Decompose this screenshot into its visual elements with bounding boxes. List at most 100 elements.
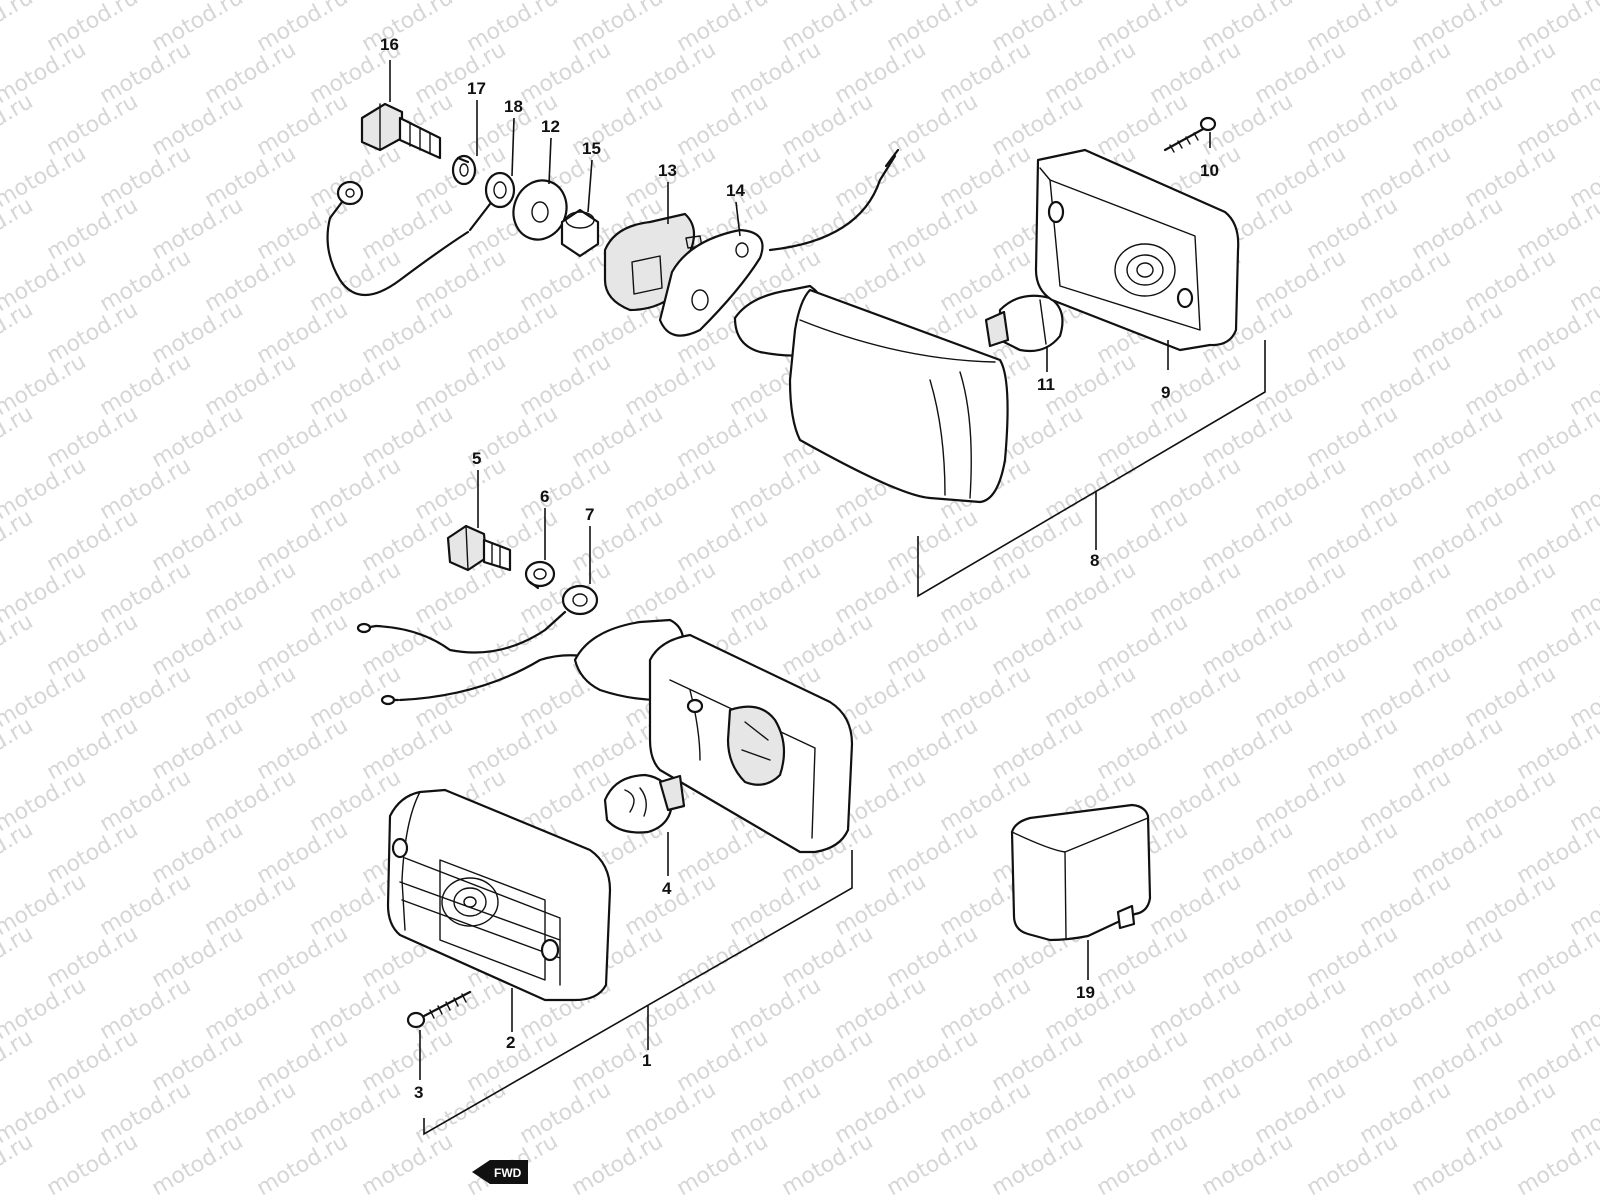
watermark-text: motod.ru	[411, 245, 511, 317]
label-part-15[interactable]: 15	[582, 139, 601, 158]
watermark-text: motod.ru	[883, 609, 983, 681]
watermark-text: motod.ru	[1408, 505, 1508, 577]
lens-9[interactable]	[1034, 148, 1240, 352]
watermark-text: motod.ru	[726, 1077, 826, 1149]
watermark-text: motod.ru	[43, 921, 143, 993]
screw-10[interactable]	[1163, 116, 1217, 153]
label-part-3[interactable]: 3	[414, 1083, 423, 1102]
watermark-text: motod.ru	[358, 505, 458, 577]
watermark-text: motod.ru	[516, 453, 616, 525]
watermark-text: motod.ru	[253, 505, 353, 577]
watermark-text: motod.ru	[1408, 713, 1508, 785]
watermark-text: motod.ru	[1356, 661, 1456, 733]
watermark-text: motod.ru	[201, 869, 301, 941]
watermark-text: motod.ru	[1356, 349, 1456, 421]
watermark-text: motod.ru	[1251, 141, 1351, 213]
watermark-text: motod.ru	[148, 297, 248, 369]
label-part-6[interactable]: 6	[540, 487, 549, 506]
watermark-text: motod.ru	[778, 1129, 878, 1200]
label-part-13[interactable]: 13	[658, 161, 677, 180]
label-part-5[interactable]: 5	[472, 449, 481, 468]
bolt-16[interactable]	[360, 102, 442, 160]
watermark-text: motod.ru	[1303, 817, 1403, 889]
part-number-labels: 16 17 18 12 15 13 14 10 11 9 8 5 6 7 4 2…	[380, 35, 1219, 1102]
watermark-text: motod.ru	[831, 141, 931, 213]
label-part-10[interactable]: 10	[1200, 161, 1219, 180]
screw-3[interactable]	[406, 990, 472, 1029]
label-part-18[interactable]: 18	[504, 97, 523, 116]
lock-washer-17[interactable]	[451, 154, 477, 186]
watermark-text: motod.ru	[621, 973, 721, 1045]
label-part-7[interactable]: 7	[585, 505, 594, 524]
watermark-text: motod.ru	[988, 505, 1088, 577]
label-part-16[interactable]: 16	[380, 35, 399, 54]
watermark-text: motod.ru	[988, 713, 1088, 785]
watermark-text: motod.ru	[1356, 453, 1456, 525]
watermark-text: motod.ru	[358, 1129, 458, 1200]
watermark-text: motod.ru	[1041, 1077, 1141, 1149]
lock-washer-6[interactable]	[524, 560, 556, 590]
watermark-text: motod.ru	[306, 453, 406, 525]
watermark-text: motod.ru	[831, 1077, 931, 1149]
watermark-text: motod.ru	[936, 557, 1036, 629]
washer-12[interactable]	[505, 173, 574, 247]
watermark-text: motod.ru	[988, 1129, 1088, 1200]
label-part-17[interactable]: 17	[467, 79, 486, 98]
watermark-text: motod.ru	[306, 1077, 406, 1149]
watermark-text: motod.ru	[936, 141, 1036, 213]
label-part-2[interactable]: 2	[506, 1033, 515, 1052]
ring-terminal-18[interactable]	[468, 171, 516, 232]
watermark-text: motod.ru	[1461, 453, 1561, 525]
watermark-text: motod.ru	[1356, 245, 1456, 317]
watermark-text: motod.ru	[516, 1077, 616, 1149]
upper-lamp-housing[interactable]	[733, 284, 1009, 504]
watermark-text: motod.ru	[358, 297, 458, 369]
watermark-text: motod.ru	[1198, 609, 1298, 681]
watermark-text: motod.ru	[1146, 453, 1246, 525]
watermark-text: motod.ru	[1461, 1077, 1561, 1149]
bulb-4[interactable]	[603, 773, 686, 834]
watermark-text: motod.ru	[1461, 973, 1561, 1045]
watermark-text: motod.ru	[883, 1129, 983, 1200]
lower-lamp-housing[interactable]	[573, 618, 854, 854]
label-part-12[interactable]: 12	[541, 117, 560, 136]
ground-wire	[326, 180, 470, 296]
lens-2[interactable]	[386, 788, 612, 1002]
flasher-relay-19[interactable]	[1010, 803, 1152, 942]
watermark-text: motod.ru	[1513, 297, 1600, 369]
watermark-text: motod.ru	[411, 37, 511, 109]
watermark-text: motod.ru	[253, 609, 353, 681]
watermark-text: motod.ru	[1251, 661, 1351, 733]
watermark-text: motod.ru	[253, 1025, 353, 1097]
label-part-11[interactable]: 11	[1037, 375, 1055, 394]
watermark-text: motod.ru	[1461, 557, 1561, 629]
watermark-text: motod.ru	[201, 349, 301, 421]
watermark-text: motod.ru	[96, 973, 196, 1045]
bolt-5[interactable]	[446, 524, 512, 572]
watermark-text: motod.ru	[778, 193, 878, 265]
bulb-11[interactable]	[984, 294, 1064, 353]
label-part-4[interactable]: 4	[662, 879, 672, 898]
label-part-1[interactable]: 1	[642, 1051, 651, 1070]
watermark-text: motod.ru	[411, 349, 511, 421]
watermark-text: motod.ru	[1356, 557, 1456, 629]
watermark-text: motod.ru	[1041, 37, 1141, 109]
watermark-text: motod.ru	[96, 349, 196, 421]
label-part-9[interactable]: 9	[1161, 383, 1170, 402]
label-part-14[interactable]: 14	[726, 181, 745, 200]
watermark-text: motod.ru	[1093, 505, 1193, 577]
ring-terminal-7[interactable]	[561, 584, 599, 616]
watermark-text: motod.ru	[1146, 37, 1246, 109]
watermark-text: motod.ru	[726, 869, 826, 941]
watermark-text: motod.ru	[1198, 1129, 1298, 1200]
collar-15[interactable]	[560, 208, 600, 258]
watermark-text: motod.ru	[201, 37, 301, 109]
label-part-19[interactable]: 19	[1076, 983, 1095, 1002]
watermark-text: motod.ru	[96, 869, 196, 941]
watermark-text: motod.ru	[253, 297, 353, 369]
watermark-text: motod.ru	[148, 89, 248, 161]
gasket-plate-14[interactable]	[658, 228, 764, 337]
watermark-text: motod.ru	[1408, 401, 1508, 473]
watermark-text: motod.ru	[43, 193, 143, 265]
label-part-8[interactable]: 8	[1090, 551, 1099, 570]
